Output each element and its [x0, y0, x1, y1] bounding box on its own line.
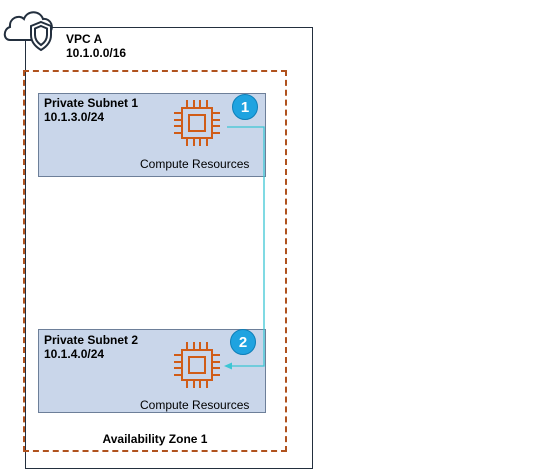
subnet-2-compute-label: Compute Resources [140, 398, 250, 412]
step-badge-2: 2 [230, 329, 256, 355]
subnet-2-cidr: 10.1.4.0/24 [44, 347, 105, 361]
subnet-1-cidr: 10.1.3.0/24 [44, 110, 105, 124]
compute-chip-icon [174, 100, 220, 146]
compute-chip-icon [174, 342, 220, 388]
vpc-cidr: 10.1.0.0/16 [66, 46, 127, 60]
subnet-1-name: Private Subnet 1 [44, 96, 139, 110]
step-badge-1: 1 [232, 94, 258, 120]
subnet-2-name: Private Subnet 2 [44, 333, 139, 347]
availability-zone [23, 70, 287, 452]
vpc-title: VPC A [66, 32, 103, 46]
cloud-shield-icon [3, 11, 53, 52]
subnet-1-compute-label: Compute Resources [140, 157, 250, 171]
availability-zone-label: Availability Zone 1 [102, 432, 208, 446]
